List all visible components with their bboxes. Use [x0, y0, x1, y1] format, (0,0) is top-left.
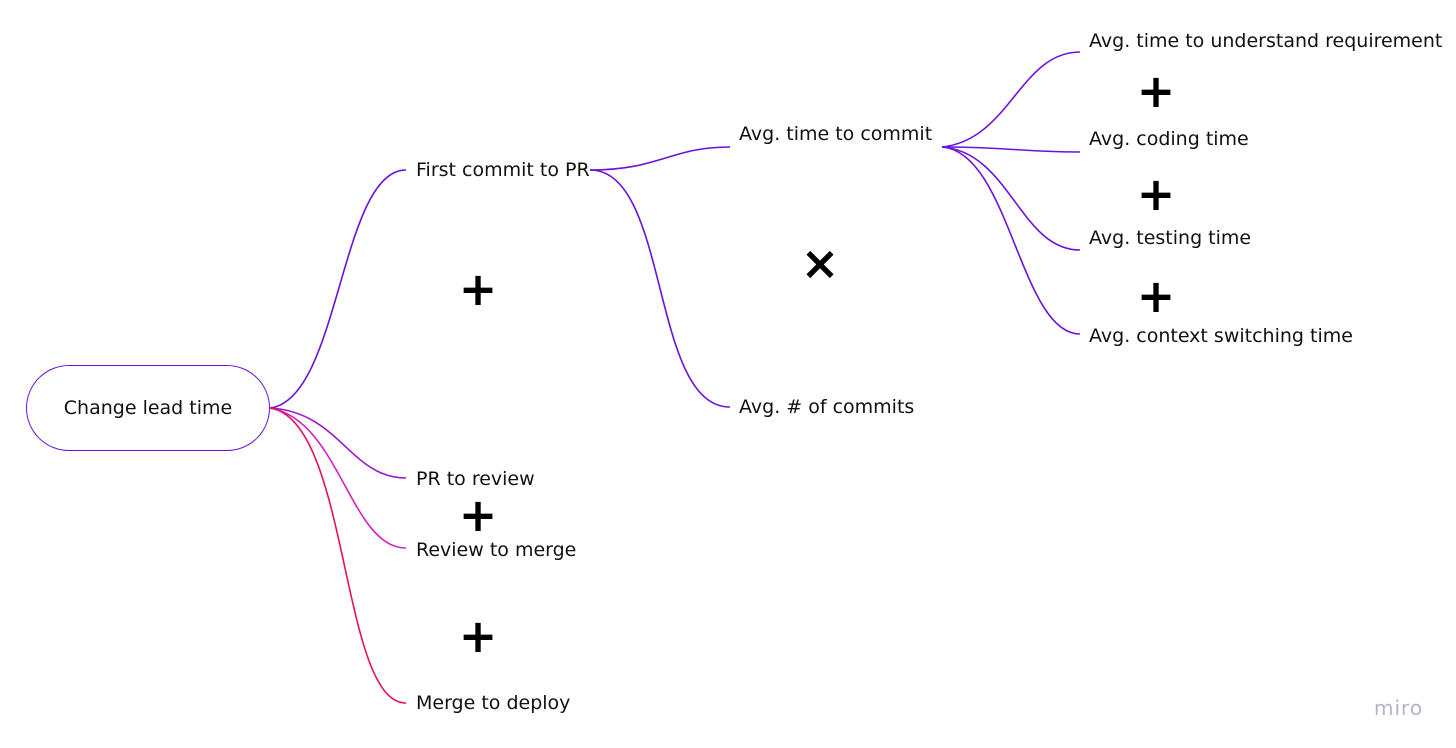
node-pr-to-review[interactable]: PR to review	[416, 468, 535, 490]
times-operator-icon: ×	[800, 236, 840, 290]
node-understand-requirement[interactable]: Avg. time to understand requirement	[1089, 30, 1443, 52]
connector-root-merge-to-deploy	[269, 407, 407, 704]
node-avg-time-to-commit[interactable]: Avg. time to commit	[739, 123, 933, 145]
plus-operator-icon: +	[1136, 269, 1176, 323]
plus-operator-icon: +	[1136, 64, 1176, 118]
plus-operator-icon: +	[1136, 167, 1176, 221]
root-label: Change lead time	[63, 397, 233, 419]
plus-operator-icon: +	[458, 488, 498, 542]
connector-commit-coding	[941, 146, 1081, 153]
node-testing-time[interactable]: Avg. testing time	[1089, 227, 1252, 249]
connector-first-commit-avg-commits	[589, 169, 731, 408]
connector-first-commit-avg-time	[589, 146, 731, 171]
connector-commit-context	[941, 146, 1081, 335]
connector-commit-understand	[941, 51, 1081, 148]
node-context-switching-time[interactable]: Avg. context switching time	[1089, 325, 1353, 347]
connector-root-review-to-merge	[269, 407, 407, 549]
root-node-change-lead-time[interactable]: Change lead time	[26, 365, 270, 451]
plus-operator-icon: +	[458, 262, 498, 316]
node-merge-to-deploy[interactable]: Merge to deploy	[416, 692, 571, 714]
node-review-to-merge[interactable]: Review to merge	[416, 539, 577, 561]
node-coding-time[interactable]: Avg. coding time	[1089, 128, 1249, 150]
plus-operator-icon: +	[458, 609, 498, 663]
miro-watermark: miro	[1374, 696, 1424, 720]
connector-root-first-commit	[269, 169, 407, 409]
node-avg-num-commits[interactable]: Avg. # of commits	[739, 396, 915, 418]
connector-commit-testing	[941, 146, 1081, 251]
node-first-commit-to-pr[interactable]: First commit to PR	[416, 159, 590, 181]
connector-root-pr-to-review	[269, 407, 407, 479]
